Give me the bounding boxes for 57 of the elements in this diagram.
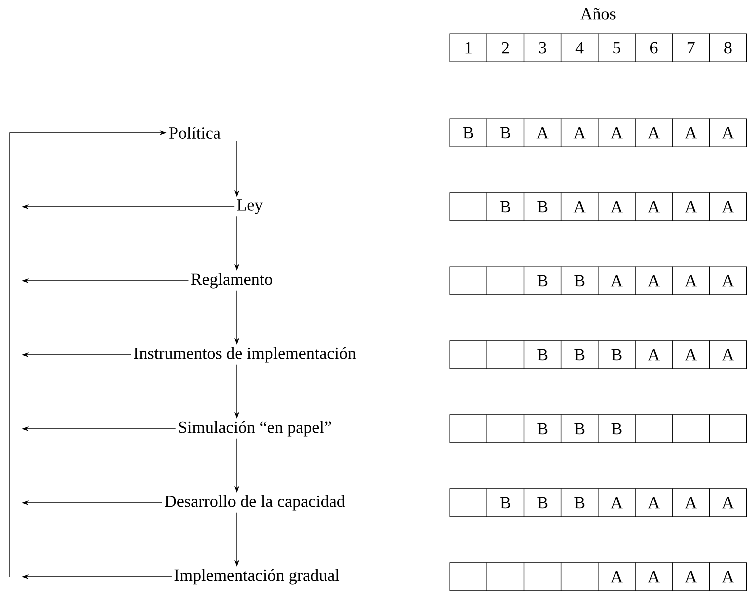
table-cell: A (635, 266, 673, 296)
table-cell: A (635, 488, 673, 518)
table-cell: A (635, 118, 673, 148)
year-cell: 6 (635, 34, 673, 62)
year-cell: 2 (486, 34, 525, 62)
table-cell: A (598, 488, 636, 518)
table-cell: A (560, 118, 599, 148)
table-heading: Años (580, 8, 616, 20)
table-cell: A (709, 340, 748, 370)
year-cell: 8 (709, 34, 748, 62)
table-cell: A (598, 562, 636, 592)
year-cell: 4 (560, 34, 599, 62)
step-label: Simulación “en papel” (179, 421, 332, 437)
year-cell: 5 (598, 34, 636, 62)
table-cell: A (598, 266, 636, 296)
table-cell: A (524, 118, 562, 148)
table-cell: B (560, 488, 599, 518)
table-cell: A (672, 562, 710, 592)
table-cell: B (598, 414, 636, 444)
table-cell: A (709, 488, 748, 518)
table-cell: A (672, 340, 710, 370)
table-cell: A (709, 266, 748, 296)
table-cell: A (598, 118, 636, 148)
step-label: Desarrollo de la capacidad (165, 495, 346, 511)
step-label: Política (170, 127, 221, 139)
step-label: Ley (237, 200, 264, 214)
table-cell: B (524, 192, 562, 222)
table-cell: B (524, 340, 562, 370)
step-label: Implementación gradual (174, 569, 340, 585)
table-cell: A (709, 562, 748, 592)
table-cell: A (598, 192, 636, 222)
table-cell: A (672, 118, 710, 148)
year-cell: 3 (524, 34, 562, 62)
table-cell: B (560, 414, 599, 444)
table-cell: A (635, 562, 673, 592)
step-label: Reglamento (191, 273, 272, 289)
table-cell: B (486, 192, 525, 222)
table-cell: A (709, 118, 748, 148)
table-cell: B (450, 118, 488, 148)
year-cell: 7 (672, 34, 710, 62)
table-cell: A (672, 266, 710, 296)
table-cell: B (486, 488, 525, 518)
table-cell: B (598, 340, 636, 370)
table-cell: A (635, 340, 673, 370)
table-cell: B (524, 266, 562, 296)
table-cell: B (524, 488, 562, 518)
table-cell: B (560, 340, 599, 370)
table-cell: A (709, 192, 748, 222)
table-cell: A (560, 192, 599, 222)
table-cell: A (672, 488, 710, 518)
table-cell: B (486, 118, 525, 148)
step-label: Instrumentos de implementación (134, 347, 356, 363)
table-cell: B (560, 266, 599, 296)
table-cell: B (524, 414, 562, 444)
year-cell: 1 (450, 34, 488, 62)
table-cell: A (672, 192, 710, 222)
table-cell: A (635, 192, 673, 222)
